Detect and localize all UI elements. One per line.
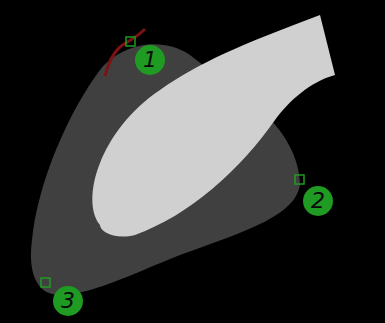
marker-square xyxy=(295,175,304,184)
marker-square xyxy=(126,37,135,46)
inner-region xyxy=(93,15,336,237)
marker-square xyxy=(41,278,50,287)
callout-number: 1 xyxy=(135,45,165,75)
callout-number: 2 xyxy=(303,186,333,216)
callout-number: 3 xyxy=(53,286,83,316)
